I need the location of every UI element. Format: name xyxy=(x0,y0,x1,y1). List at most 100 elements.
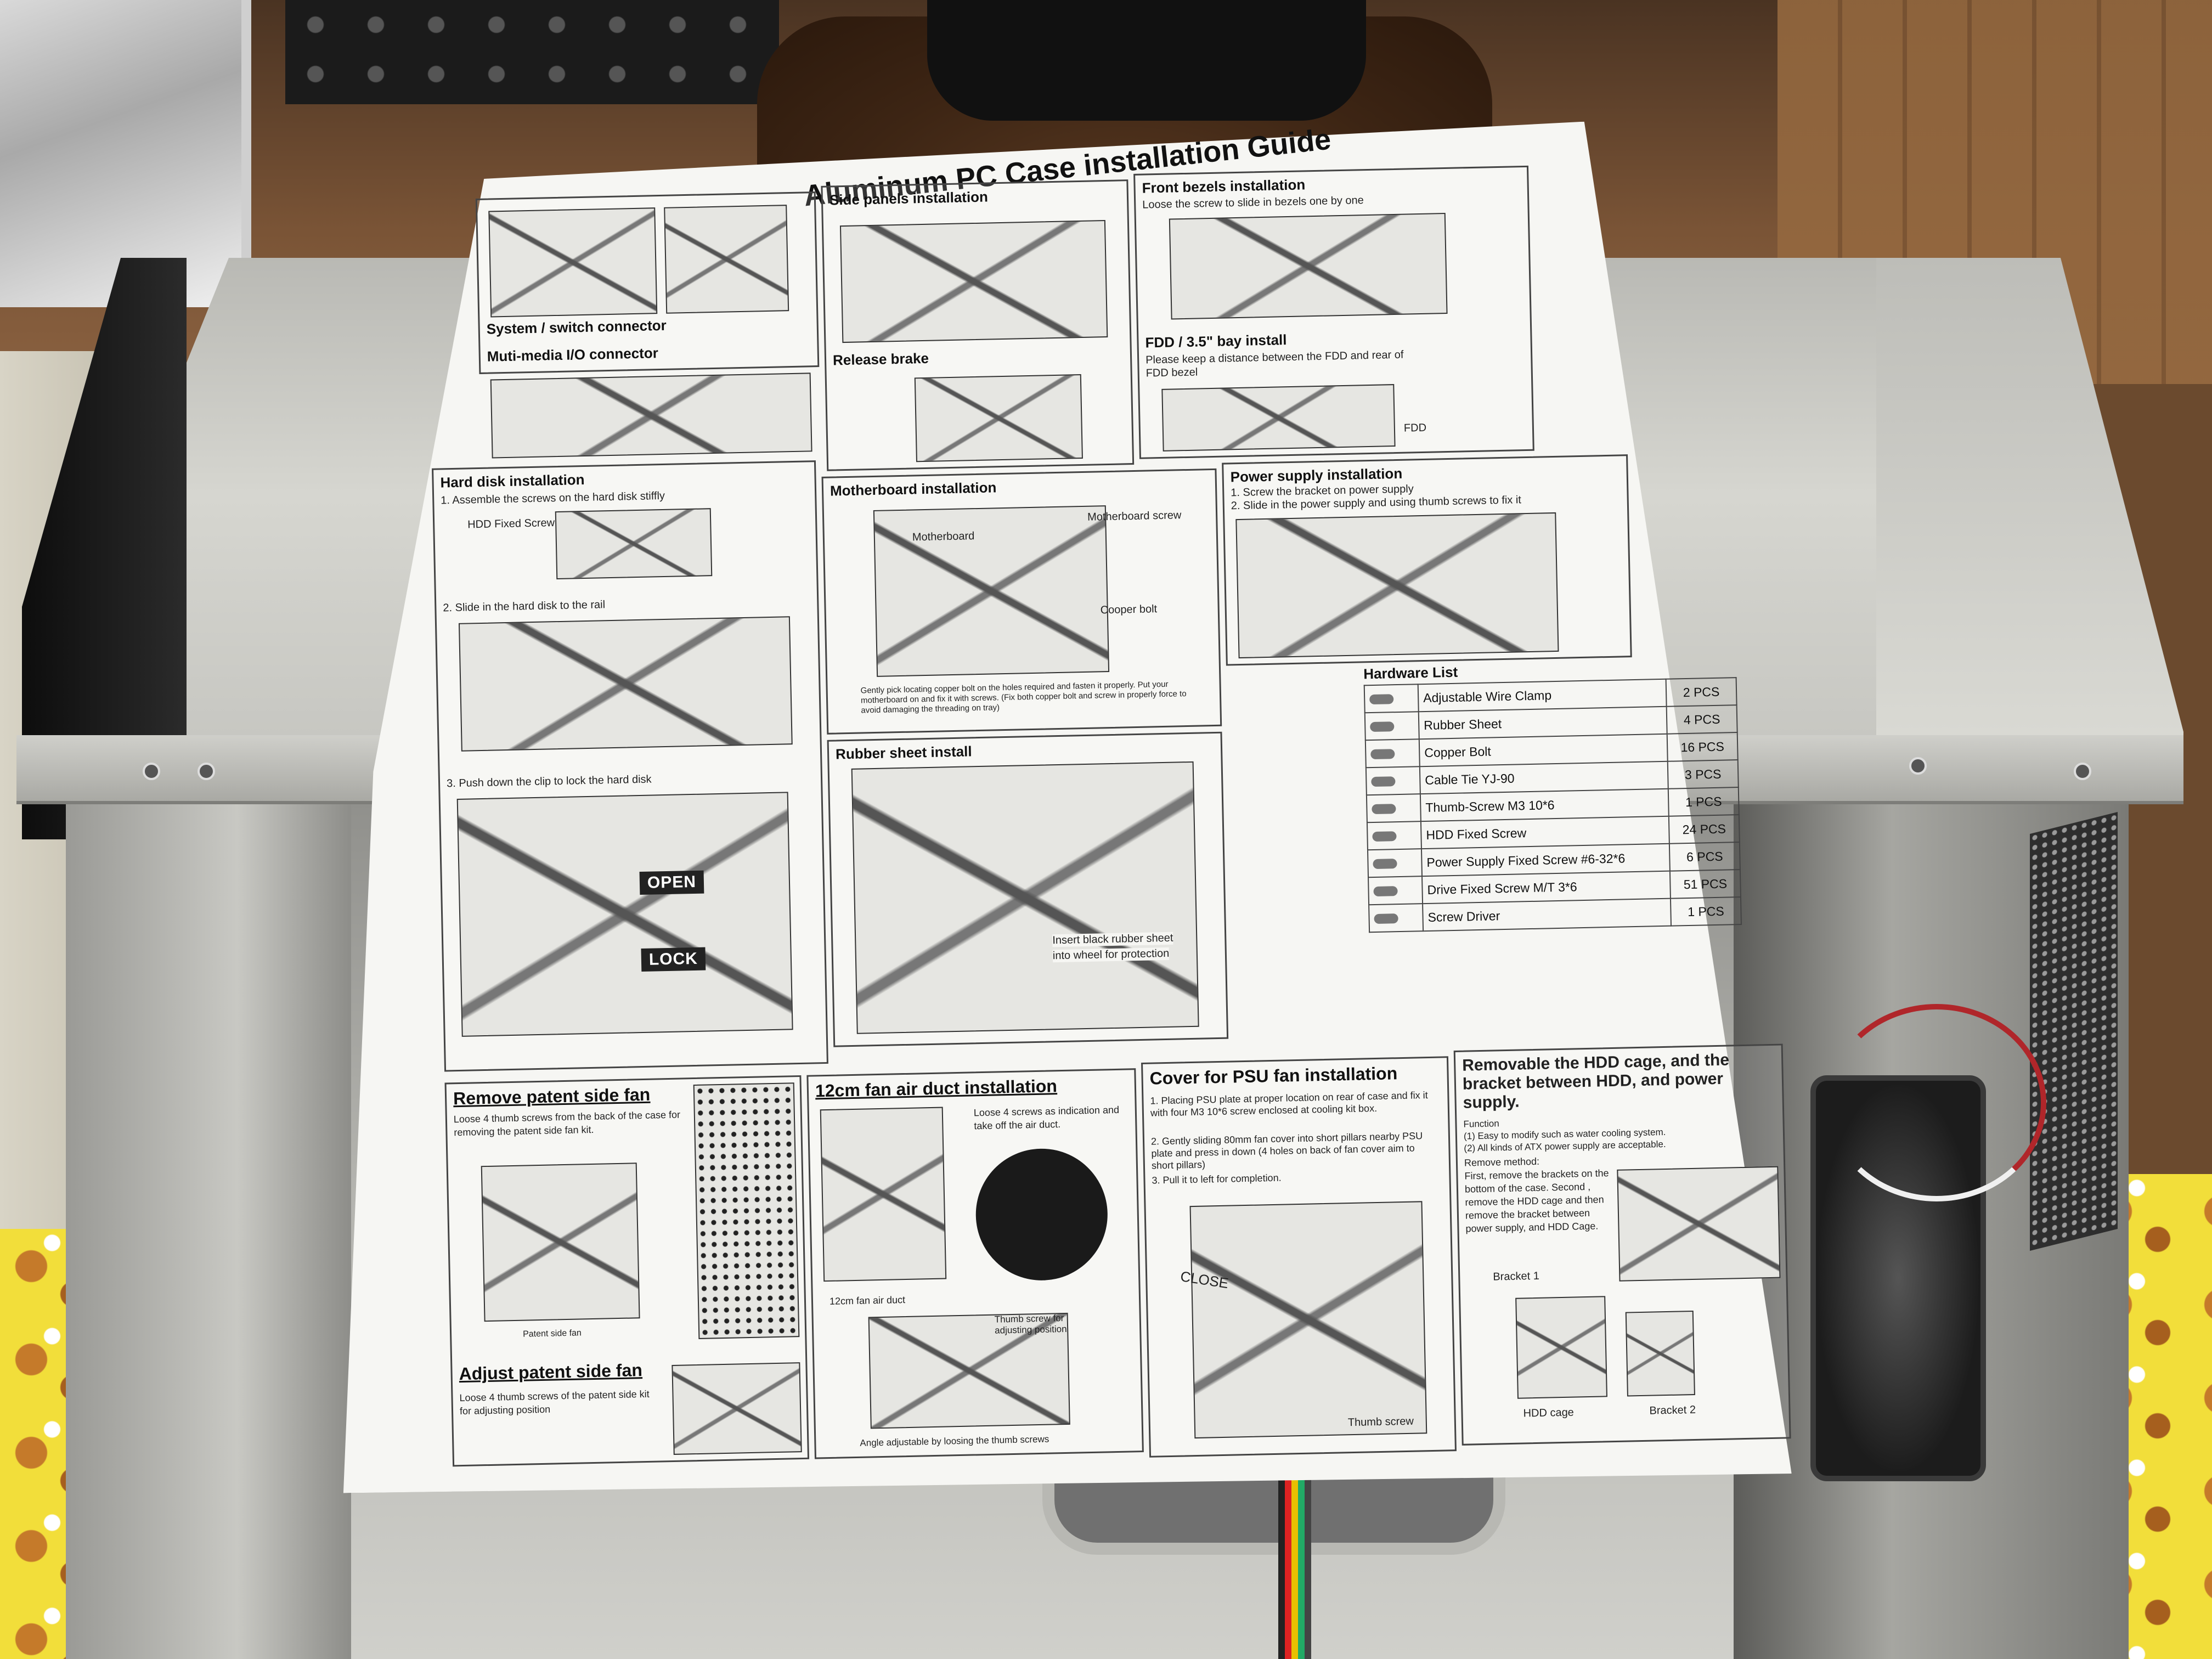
hardware-icon-cell xyxy=(1364,712,1419,741)
section-side-panels: Side panels installation Release brake xyxy=(821,179,1135,471)
hardware-icon-cell xyxy=(1368,876,1423,905)
fdd-bay-illustration xyxy=(1161,384,1396,452)
fan-cable xyxy=(1827,1004,2046,1201)
hardware-qty: 3 PCS xyxy=(1667,760,1739,789)
mirror-cabinet xyxy=(0,0,251,307)
hdd-screw-label: HDD Fixed Screw xyxy=(467,517,555,531)
hardware-qty: 24 PCS xyxy=(1668,815,1740,844)
hdd-cage-label: HDD cage xyxy=(1523,1406,1575,1420)
patent-side-fan-label: Patent side fan xyxy=(522,1328,582,1339)
hard-disk-step2: 2. Slide in the hard disk to the rail xyxy=(443,599,606,614)
open-tag: OPEN xyxy=(639,870,704,895)
power-supply-illustration xyxy=(1235,512,1559,659)
lock-tag: LOCK xyxy=(641,947,706,972)
hdd-cage-illustration xyxy=(1515,1296,1607,1399)
release-brake-illustration xyxy=(914,374,1083,462)
hardware-part-icon xyxy=(1369,694,1394,705)
psu-cover-title: Cover for PSU fan installation xyxy=(1149,1063,1398,1088)
cooper-bolt-label: Cooper bolt xyxy=(1100,603,1158,617)
front-bezels-title: Front bezels installation xyxy=(1142,176,1306,196)
hdd-cage-title: Removable the HDD cage, and the bracket … xyxy=(1462,1051,1730,1112)
rubber-sheet-illustration xyxy=(851,761,1199,1034)
hardware-part-icon xyxy=(1373,859,1397,870)
bracket-2-label: Bracket 2 xyxy=(1649,1403,1696,1417)
hardware-part-icon xyxy=(1374,913,1398,924)
hardware-part-icon xyxy=(1371,776,1396,787)
hardware-part-icon xyxy=(1372,831,1397,842)
rivet xyxy=(143,763,160,780)
section-front-panel: System / switch connector Muti-media I/O… xyxy=(475,191,820,374)
fan-duct-title: 12cm fan air duct installation xyxy=(815,1076,1058,1101)
hardware-icon-cell xyxy=(1367,821,1421,850)
io-panel-illustration xyxy=(664,205,789,314)
motherboard-label: Motherboard xyxy=(912,530,975,544)
rubber-sheet-caption-2: into wheel for protection xyxy=(1052,947,1170,963)
remove-fan-illustration xyxy=(481,1163,640,1322)
hardware-qty: 16 PCS xyxy=(1667,732,1738,761)
motherboard-screw-label: Motherboard screw xyxy=(1087,509,1182,523)
rubber-sheet-title: Rubber sheet install xyxy=(835,743,972,763)
hardware-qty: 4 PCS xyxy=(1666,705,1737,734)
section-front-bezels: Front bezels installation Loose the scre… xyxy=(1133,165,1534,459)
bracket-1-label: Bracket 1 xyxy=(1493,1269,1540,1283)
section-remove-fan: Remove patent side fan Loose 4 thumb scr… xyxy=(444,1075,810,1467)
hardware-list-title: Hardware List xyxy=(1363,663,1458,682)
hardware-qty: 1 PCS xyxy=(1668,787,1739,816)
bracket-2-illustration xyxy=(1625,1310,1695,1397)
hard-disk-title: Hard disk installation xyxy=(440,471,585,491)
system-switch-title: System / switch connector xyxy=(486,317,667,337)
front-panel-illustration xyxy=(488,207,658,318)
motherboard-title: Motherboard installation xyxy=(830,479,997,499)
side-panels-title: Side panels installation xyxy=(829,188,989,208)
remove-fan-title: Remove patent side fan xyxy=(453,1084,651,1109)
hardware-name: Screw Driver xyxy=(1423,898,1672,932)
chair-backrest xyxy=(927,0,1366,121)
hard-disk-screws-illustration xyxy=(555,508,713,580)
hdd-cage-case-illustration xyxy=(1617,1166,1781,1282)
hard-disk-step3: 3. Push down the clip to lock the hard d… xyxy=(446,773,652,790)
section-fan-duct: 12cm fan air duct installation Loose 4 s… xyxy=(806,1068,1144,1459)
hard-disk-clip-illustration xyxy=(456,792,793,1037)
section-psu-cover: Cover for PSU fan installation 1. Placin… xyxy=(1141,1056,1457,1458)
psu-cover-step2: 2. Gently sliding 80mm fan cover into sh… xyxy=(1150,1130,1423,1171)
hardware-icon-cell xyxy=(1365,739,1420,768)
hardware-icon-cell xyxy=(1367,849,1423,878)
section-rubber-sheet: Rubber sheet install Insert black rubber… xyxy=(827,731,1229,1047)
hardware-part-icon xyxy=(1370,749,1395,760)
fan-duct-illustration xyxy=(974,1147,1109,1282)
drive-bay-wall xyxy=(66,790,351,1659)
fdd-label: FDD xyxy=(1403,421,1427,435)
hardware-part-icon xyxy=(1372,804,1396,815)
psu-cover-step1: 1. Placing PSU plate at proper location … xyxy=(1150,1090,1428,1119)
dark-rug xyxy=(285,0,779,104)
hardware-icon-cell xyxy=(1364,684,1419,713)
section-hard-disk: Hard disk installation 1. Assemble the s… xyxy=(432,460,828,1072)
section-hdd-cage: Removable the HDD cage, and the bracket … xyxy=(1453,1043,1791,1446)
thumb-screw-label: Thumb screw xyxy=(1347,1415,1414,1429)
rivet xyxy=(1909,757,1927,775)
hdd-cage-method-label: Remove method: xyxy=(1464,1155,1540,1169)
hardware-qty: 6 PCS xyxy=(1669,842,1740,871)
release-brake-title: Release brake xyxy=(832,349,929,369)
power-supply-title: Power supply installation xyxy=(1230,465,1403,486)
hardware-part-icon xyxy=(1370,721,1395,732)
hdd-cage-method-text: First, remove the brackets on the bottom… xyxy=(1464,1167,1609,1234)
hardware-icon-cell xyxy=(1369,904,1424,933)
hard-disk-rail-illustration xyxy=(458,616,793,752)
multimedia-io-title: Muti-media I/O connector xyxy=(487,345,659,365)
hardware-icon-cell xyxy=(1366,794,1421,823)
hardware-qty: 2 PCS xyxy=(1666,678,1737,707)
hardware-part-icon xyxy=(1373,886,1398,897)
fan-duct-case-illustration xyxy=(820,1107,947,1282)
thumb-screw-adjust-label: Thumb screw for adjusting position xyxy=(994,1313,1067,1336)
psu-cover-illustration xyxy=(1189,1201,1427,1439)
fdd-bay-text: Please keep a distance between the FDD a… xyxy=(1145,348,1404,380)
fdd-bay-title: FDD / 3.5" bay install xyxy=(1145,331,1287,351)
section-motherboard: Motherboard installation Motherboard Mot… xyxy=(821,468,1222,735)
adjust-fan-title: Adjust patent side fan xyxy=(459,1360,643,1384)
hardware-icon-cell xyxy=(1365,766,1420,795)
remove-fan-text: Loose 4 thumb screws from the back of th… xyxy=(453,1109,681,1138)
adjust-fan-text: Loose 4 thumb screws of the patent side … xyxy=(459,1388,650,1417)
connector-wiring-illustration xyxy=(490,373,812,459)
